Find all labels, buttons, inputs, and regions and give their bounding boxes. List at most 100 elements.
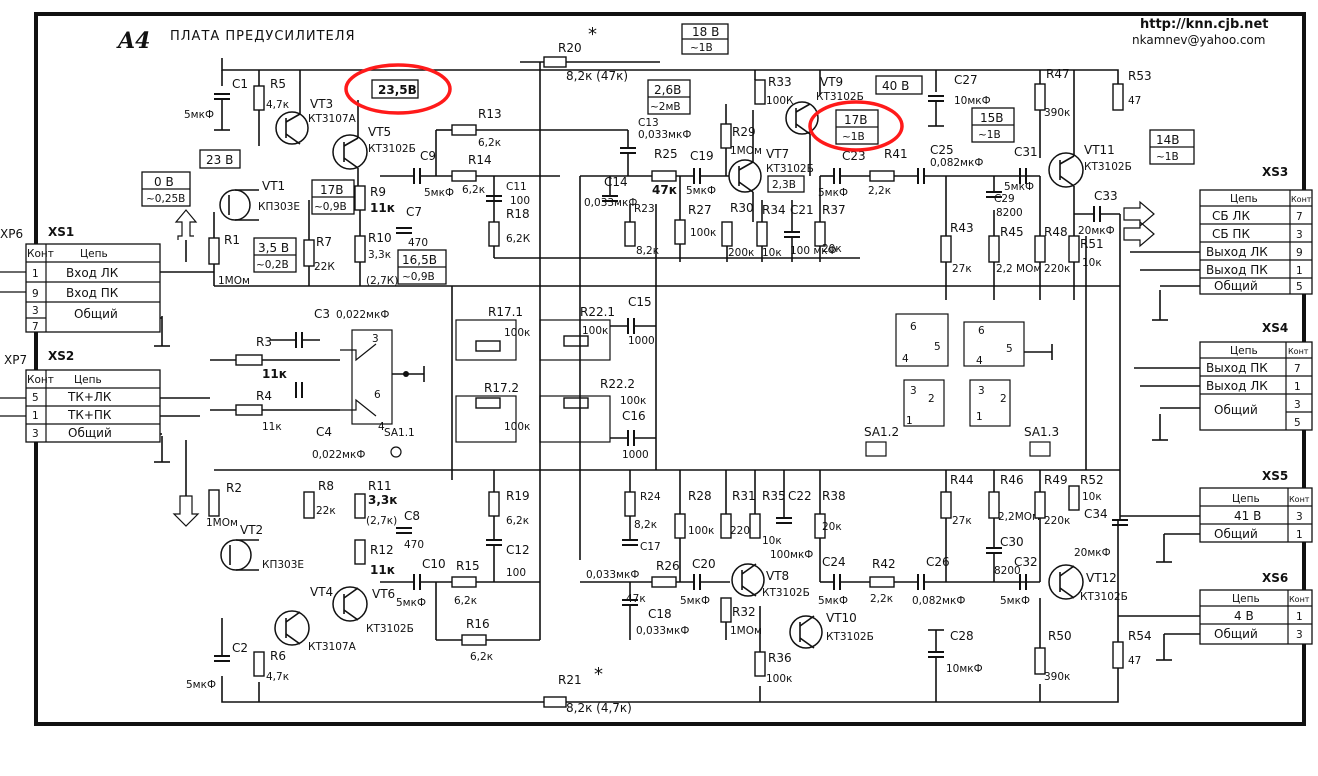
svg-text:41 В: 41 В [1234, 509, 1261, 523]
svg-text:5: 5 [32, 392, 39, 404]
svg-text:10к: 10к [1082, 257, 1102, 269]
svg-text:17В: 17В [320, 183, 344, 197]
svg-text:100: 100 [506, 567, 526, 579]
svg-text:2,3В: 2,3В [772, 179, 796, 191]
svg-text:5: 5 [1296, 281, 1303, 293]
r38: R38 20к [814, 470, 846, 582]
svg-text:15В: 15В [980, 111, 1004, 125]
svg-text:КТ3102Б: КТ3102Б [766, 163, 814, 175]
svg-text:2,2к: 2,2к [868, 185, 891, 197]
svg-text:R22.2: R22.2 [600, 377, 635, 391]
svg-text:27к: 27к [952, 515, 972, 527]
svg-text:100 мкФ: 100 мкФ [790, 245, 837, 257]
svg-text:C25: C25 [930, 143, 954, 157]
svg-text:5мкФ: 5мкФ [818, 595, 848, 607]
vt9: VT9 КТ3102Б [785, 75, 864, 176]
r21: R21 * 8,2к (4,7к) [543, 664, 632, 715]
svg-text:100: 100 [510, 195, 530, 207]
svg-text:R22.1: R22.1 [580, 305, 615, 319]
svg-text:1МОм: 1МОм [206, 517, 238, 529]
c22: C22 100мкФ [770, 470, 813, 561]
svg-text:7: 7 [1296, 211, 1303, 223]
sa12: 6 4 5 3 2 1 SA1.2 [864, 313, 949, 457]
svg-text:Общий: Общий [1214, 279, 1258, 293]
svg-text:23,5В: 23,5В [378, 83, 417, 97]
svg-text:R54: R54 [1128, 629, 1152, 643]
svg-text:Общий: Общий [74, 307, 118, 321]
top-rail [221, 58, 1119, 132]
c23: C23 5мкФ [818, 149, 870, 199]
svg-text:22к: 22к [316, 505, 336, 517]
c29: C29 8200 [986, 176, 1023, 219]
sa13: 6 4 5 3 2 1 SA1.3 [963, 321, 1059, 457]
r29: R29 1МОм [720, 104, 762, 176]
svg-text:3: 3 [1296, 629, 1303, 641]
svg-text:КТ3102Б: КТ3102Б [826, 631, 874, 643]
svg-text:0,022мкФ: 0,022мкФ [312, 449, 365, 461]
svg-text:R3: R3 [256, 335, 272, 349]
svg-text:2: 2 [1000, 393, 1007, 405]
c27: C27 10мкФ [928, 73, 991, 127]
svg-text:Конт: Конт [1291, 195, 1312, 204]
svg-text:C30: C30 [1000, 535, 1024, 549]
svg-text:R47: R47 [1046, 67, 1070, 81]
svg-text:R38: R38 [822, 489, 846, 503]
svg-text:3: 3 [1296, 229, 1303, 241]
c21: C21 100 мкФ [784, 200, 837, 262]
email[interactable]: nkamnev@yahoo.com [1132, 33, 1265, 47]
svg-text:47: 47 [1128, 655, 1141, 667]
r41: R41 2,2к [868, 147, 918, 197]
vt4: VT4 КТ3107А [274, 585, 357, 653]
svg-text:9: 9 [32, 288, 39, 300]
c11: C11 100 [486, 181, 530, 207]
svg-text:1: 1 [1296, 529, 1303, 541]
r53: R53 47 [1112, 69, 1152, 111]
svg-text:R7: R7 [316, 235, 332, 249]
svg-text:16,5В: 16,5В [402, 253, 437, 267]
svg-text:C26: C26 [926, 555, 950, 569]
svg-text:27к: 27к [952, 263, 972, 275]
r2: R2 1МОм [206, 481, 242, 529]
svg-text:~0,9В: ~0,9В [402, 271, 435, 283]
svg-text:R37: R37 [822, 203, 846, 217]
svg-text:11к: 11к [370, 201, 395, 215]
svg-text:5: 5 [934, 341, 941, 353]
svg-text:C22: C22 [788, 489, 812, 503]
svg-text:0,033мкФ: 0,033мкФ [636, 625, 689, 637]
board-number: A4 [116, 28, 150, 54]
svg-text:VT12: VT12 [1086, 571, 1117, 585]
svg-text:КТ3102Б: КТ3102Б [816, 91, 864, 103]
svg-text:390к: 390к [1044, 671, 1070, 683]
r24: R24 8,2к [624, 470, 661, 540]
r17-1: R17.1 100к [455, 305, 530, 361]
svg-text:R41: R41 [884, 147, 908, 161]
svg-text:C17: C17 [640, 541, 661, 553]
r25: R25 47к [580, 147, 694, 197]
svg-text:R36: R36 [768, 651, 792, 665]
svg-text:100к: 100к [582, 325, 608, 337]
svg-text:1: 1 [1296, 265, 1303, 277]
r36: R36 100к [754, 606, 792, 685]
connector-xs2: XP7 XS2 Конт Цепь 5 ТК+ЛК 1 ТК+ПК 3 Общи… [0, 349, 210, 443]
c32: C32 5мкФ [1000, 555, 1038, 607]
svg-text:R17.1: R17.1 [488, 305, 523, 319]
svg-text:100к: 100к [766, 673, 792, 685]
svg-text:200к: 200к [728, 247, 754, 259]
svg-text:3: 3 [1296, 511, 1303, 523]
svg-text:6,2к: 6,2к [470, 651, 493, 663]
svg-text:R46: R46 [1000, 473, 1024, 487]
svg-text:Общий: Общий [1214, 527, 1258, 541]
svg-text:470: 470 [404, 539, 424, 551]
svg-text:1МОм: 1МОм [730, 625, 762, 637]
svg-text:5мкФ: 5мкФ [424, 187, 454, 199]
vt2: VT2 КП303Е [220, 523, 304, 571]
svg-text:ТК+ПК: ТК+ПК [67, 408, 112, 422]
svg-text:470: 470 [408, 237, 428, 249]
connector-xs4: XS4 Цепь Конт Выход ПК 7 Выход ЛК 1 Общи… [1134, 321, 1313, 431]
c33: C33 20мкФ [1074, 189, 1120, 237]
svg-text:VT8: VT8 [766, 569, 789, 583]
svg-text:0,082мкФ: 0,082мкФ [930, 157, 983, 169]
site-url[interactable]: http://knn.cjb.net [1140, 17, 1268, 32]
svg-text:5мкФ: 5мкФ [818, 187, 848, 199]
